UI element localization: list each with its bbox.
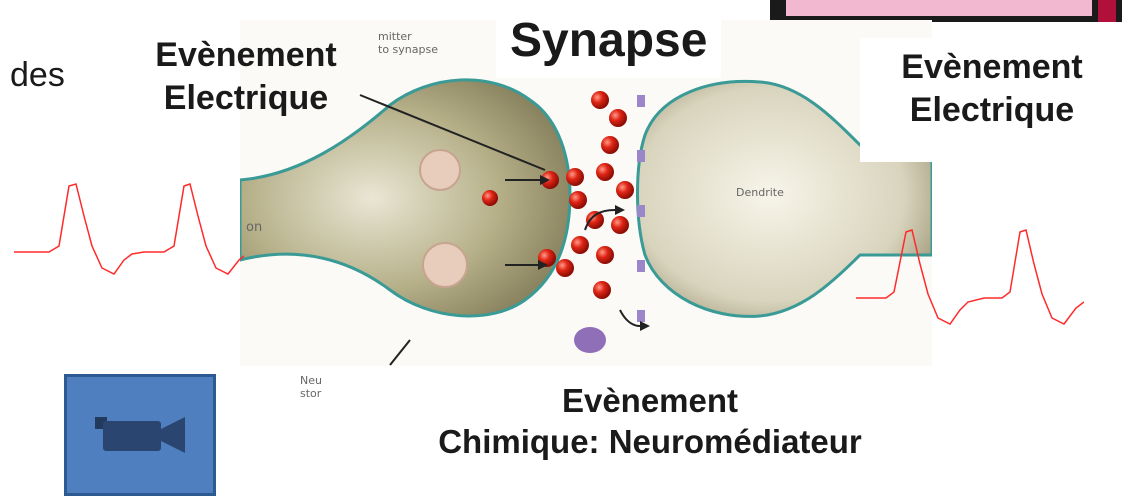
video-camera-icon	[93, 411, 189, 459]
label-storage: Neu stor	[300, 374, 322, 400]
label-transmitter: mitter to synapse	[378, 30, 438, 56]
left-event-label: Evènement Electrique	[122, 34, 370, 119]
page-title: Synapse	[510, 13, 707, 68]
label-axon: on	[246, 220, 262, 236]
left-event-line1: Evènement	[122, 34, 370, 77]
label-dendrite: Dendrite	[736, 186, 784, 199]
action-potential-right	[856, 224, 1084, 328]
fragment-text: des	[10, 56, 65, 95]
right-event-line2: Electrique	[870, 89, 1114, 132]
chemical-event-label: Evènement Chimique: Neuromédiateur	[330, 380, 970, 463]
left-event-line2: Electrique	[122, 77, 370, 120]
action-potential-left	[14, 176, 244, 276]
title-box: Synapse	[496, 2, 721, 78]
right-event-line1: Evènement	[870, 46, 1114, 89]
chemical-event-line2: Chimique: Neuromédiateur	[330, 421, 970, 462]
corner-decoration	[770, 0, 1122, 22]
chemical-event-line1: Evènement	[330, 380, 970, 421]
right-event-label: Evènement Electrique	[870, 46, 1114, 131]
video-play-button[interactable]	[64, 374, 216, 496]
